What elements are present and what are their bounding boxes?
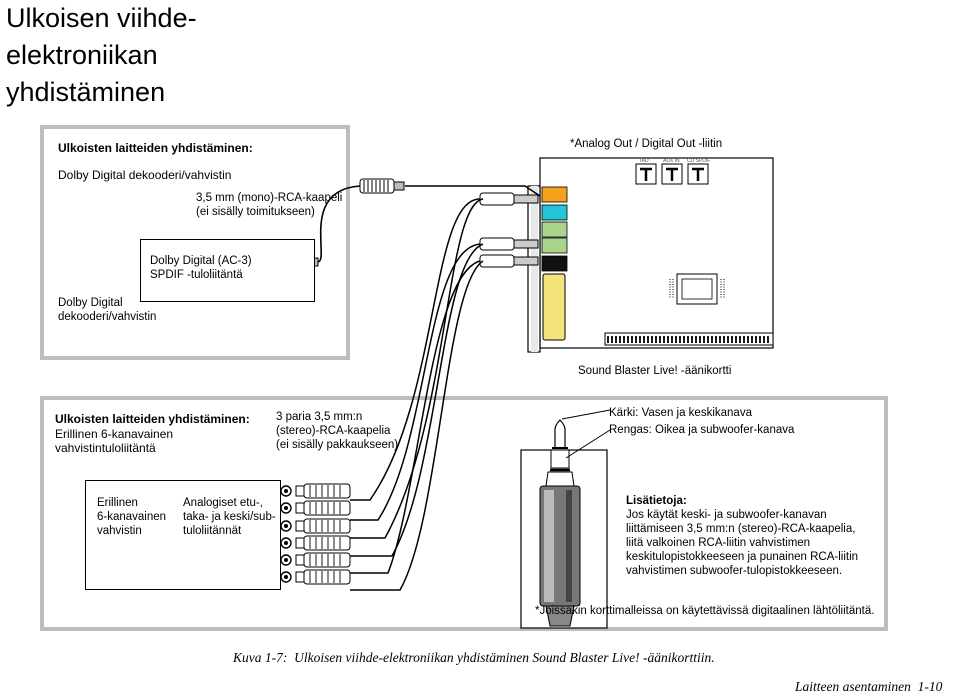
- green-jack: [541, 237, 568, 254]
- analog-inputs-label: Analogiset etu-, taka- ja keski/sub- tul…: [183, 496, 276, 538]
- amplifier-label: Erillinen 6-kanavainen vahvistin: [97, 496, 166, 538]
- mono-cable-line-2: (ei sisälly toimitukseen): [196, 206, 315, 218]
- amplifier-line-3: vahvistin: [97, 525, 142, 537]
- bottom-heading-sub-1: Erillinen 6-kanavainen: [55, 426, 174, 441]
- dsp-chip: [676, 273, 718, 305]
- bottom-heading-sub-2: vahvistintuloliitäntä: [55, 441, 156, 455]
- light-green-jack: [541, 221, 568, 238]
- bottom-panel-frame: [40, 396, 888, 631]
- analog-inputs-line-2: taka- ja keski/sub-: [183, 511, 276, 523]
- game-port: [542, 273, 566, 341]
- black-jack: [541, 255, 568, 272]
- bottom-heading: Ulkoisten laitteiden yhdistäminen: Erill…: [55, 412, 250, 456]
- info-line-4: keskitulopistokkeeseen ja punainen RCA-l…: [626, 551, 859, 563]
- page-footer: Laitteen asentaminen 1-10: [795, 679, 943, 694]
- stereo-cables-line-3: (ei sisälly pakkaukseen): [276, 439, 399, 451]
- figure-caption: Kuva 1-7: Ulkoisen viihde-elektroniikan …: [233, 650, 715, 665]
- info-line-3: liitä valkoinen RCA-liitin vahvistimen: [626, 537, 811, 549]
- top-panel-frame: [40, 125, 350, 360]
- header-label-tad: TAD: [639, 158, 649, 164]
- mono-rca-cable: [317, 185, 541, 263]
- bottom-heading-bold: Ulkoisten laitteiden yhdistäminen:: [55, 412, 250, 426]
- stereo-rca-cables: [350, 198, 484, 591]
- top-heading-sub: Dolby Digital dekooderi/vahvistin: [58, 168, 232, 182]
- card-plugs: [479, 192, 539, 268]
- stereo-cables-line-1: 3 paria 3,5 mm:n: [276, 411, 363, 423]
- mono-cable-line-1: 3,5 mm (mono)-RCA-kaapeli: [196, 192, 343, 204]
- spdif-input-label: Dolby Digital (AC-3) SPDIF -tuloliitäntä: [150, 254, 252, 282]
- decoder-line-1: Dolby Digital: [58, 297, 123, 309]
- title-line-2: elektroniikan: [6, 40, 158, 70]
- title-line-1: Ulkoisen viihde-: [6, 3, 197, 33]
- plug-tip-ring-label: Kärki: Vasen ja keskikanava Rengas: Oike…: [609, 405, 794, 439]
- spdif-line-1: Dolby Digital (AC-3): [150, 255, 252, 267]
- info-note: Lisätietoja: Jos käytät keski- ja subwoo…: [626, 494, 858, 578]
- rca-plugs: [280, 483, 351, 585]
- stereo-cables-line-2: (stereo)-RCA-kaapelia: [276, 425, 391, 437]
- dolby-decoder-box: [140, 239, 315, 302]
- footnote: *Joissakin korttimalleissa on käytettävi…: [535, 605, 875, 617]
- stereo-plug-detail: [520, 409, 611, 629]
- info-heading: Lisätietoja:: [626, 495, 687, 507]
- top-heading-bold: Ulkoisten laitteiden yhdistäminen:: [58, 141, 253, 155]
- amplifier-line-2: 6-kanavainen: [97, 511, 167, 523]
- plug-tip-label: Kärki: Vasen ja keskikanava: [609, 407, 752, 419]
- decoder-line-2: dekooderi/vahvistin: [58, 311, 157, 323]
- amplifier-box: [85, 480, 281, 590]
- analog-inputs-line-3: tuloliitännät: [183, 525, 242, 537]
- header-label-cd-spdif: CD SPDIF: [687, 158, 711, 164]
- header-label-aux-in: AUX IN: [663, 158, 680, 164]
- spdif-line-2: SPDIF -tuloliitäntä: [150, 269, 243, 281]
- top-heading: Ulkoisten laitteiden yhdistäminen:: [58, 141, 288, 156]
- info-line-1: Jos käytät keski- ja subwoofer-kanavan: [626, 509, 827, 521]
- info-line-5: vahvistimen subwoofer-tulopistokkeeseen.: [626, 565, 843, 577]
- title-line-3: yhdistäminen: [6, 77, 166, 107]
- amplifier-line-1: Erillinen: [97, 497, 138, 509]
- sound-card-name: Sound Blaster Live! -äänikortti: [578, 365, 732, 377]
- decoder-label: Dolby Digital dekooderi/vahvistin: [58, 296, 156, 324]
- cyan-jack: [541, 204, 568, 221]
- mono-cable-label: 3,5 mm (mono)-RCA-kaapeli (ei sisälly to…: [196, 191, 342, 219]
- orange-jack: [541, 186, 568, 203]
- analog-inputs-line-1: Analogiset etu-,: [183, 497, 263, 509]
- pci-edge-connector: [604, 332, 774, 346]
- page-title: Ulkoisen viihde- elektroniikan yhdistämi…: [6, 0, 197, 111]
- analog-out-label: *Analog Out / Digital Out -liitin: [570, 138, 723, 150]
- stereo-cables-label: 3 paria 3,5 mm:n (stereo)-RCA-kaapelia (…: [276, 410, 398, 452]
- sound-card: [527, 157, 774, 353]
- info-line-2: liittämiseen 3,5 mm:n (stereo)-RCA-kaape…: [626, 523, 856, 535]
- plug-ring-label: Rengas: Oikea ja subwoofer-kanava: [609, 424, 795, 436]
